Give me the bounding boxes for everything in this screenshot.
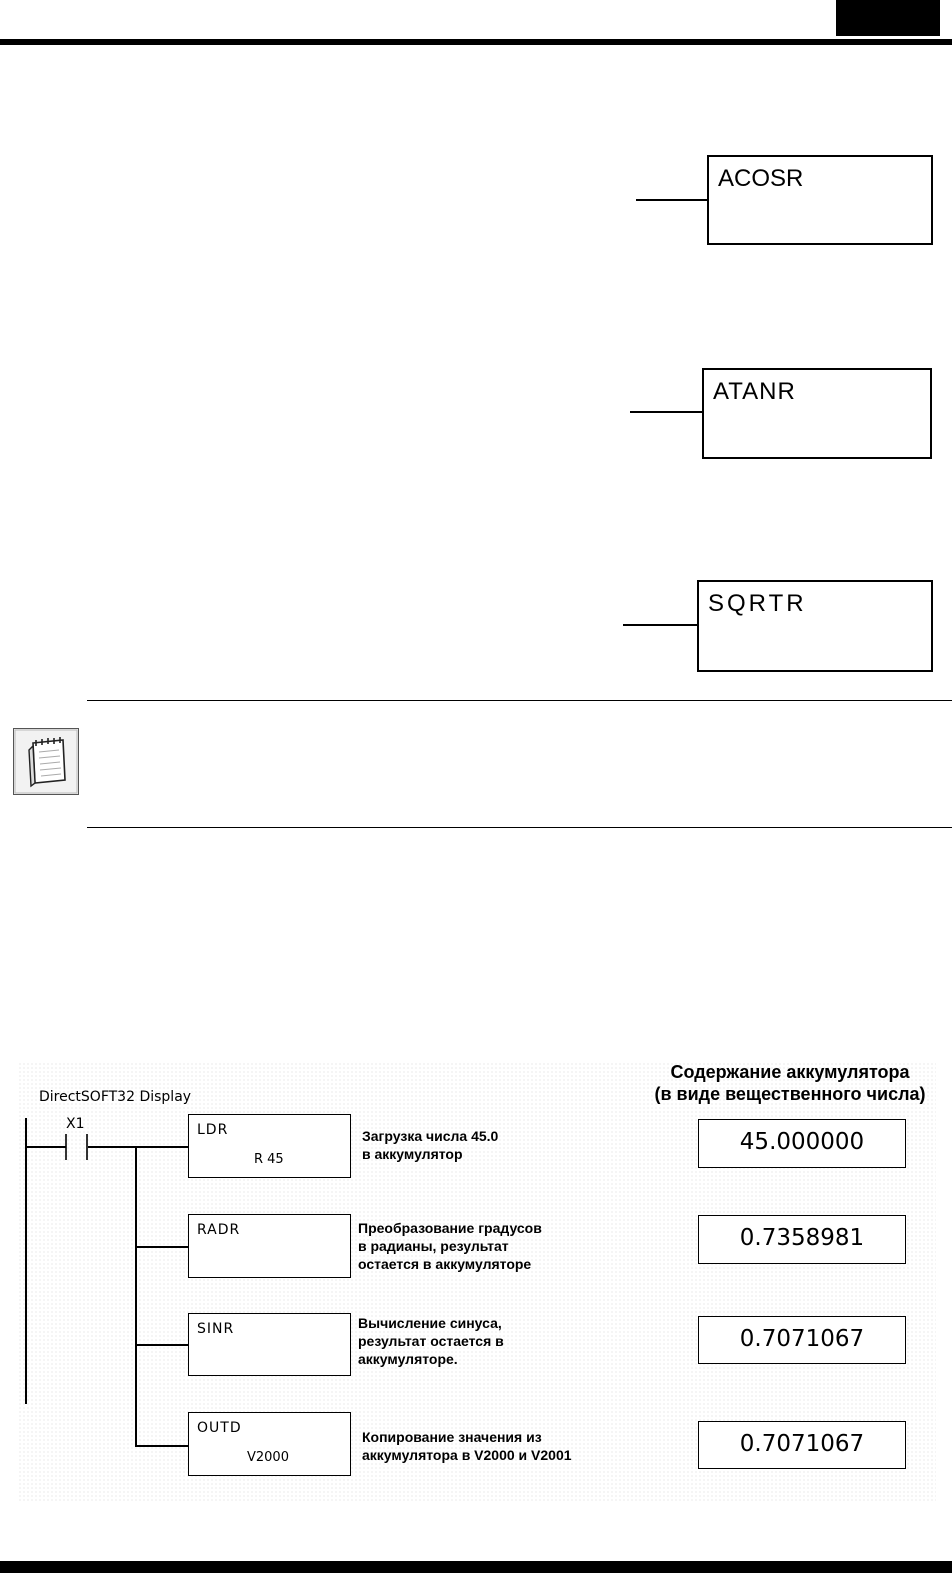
sqrtr-input-line — [623, 624, 699, 626]
ldr-box: LDR R 45 — [188, 1114, 351, 1178]
header-rule — [0, 39, 952, 45]
sqrtr-label: SQRTR — [708, 590, 807, 617]
acosr-instruction-box: ACOSR — [707, 155, 933, 245]
left-power-rail — [25, 1118, 27, 1404]
accumulator-value: 0.7071067 — [698, 1316, 906, 1364]
atanr-input-line — [630, 411, 704, 413]
sinr-op: SINR — [197, 1321, 235, 1337]
display-caption: DirectSOFT32 Display — [39, 1089, 192, 1105]
atanr-label: ATANR — [713, 378, 796, 405]
ldr-arg: R 45 — [254, 1152, 284, 1167]
acosr-input-line — [636, 199, 709, 201]
outd-description: Копирование значения из аккумулятора в V… — [362, 1429, 572, 1463]
branch-wire — [135, 1246, 189, 1248]
radr-description: Преобразование градусов в радианы, резул… — [358, 1220, 542, 1272]
footer-rule — [0, 1561, 952, 1573]
ldr-op: LDR — [197, 1122, 229, 1138]
accumulator-value: 45.000000 — [698, 1119, 906, 1168]
radr-op: RADR — [197, 1222, 241, 1238]
ldr-description: Загрузка числа 45.0 в аккумулятор — [362, 1128, 499, 1162]
outd-op: OUTD — [197, 1420, 242, 1436]
sinr-box: SINR — [188, 1313, 351, 1376]
sinr-description: Вычисление синуса, результат остается в … — [358, 1315, 504, 1367]
page-header-tab — [836, 0, 940, 36]
outd-arg: V2000 — [247, 1450, 289, 1465]
note-bottom-rule — [87, 827, 952, 828]
branch-wire — [135, 1344, 189, 1346]
outd-box: OUTD V2000 — [188, 1412, 351, 1476]
acosr-label: ACOSR — [718, 165, 804, 192]
radr-box: RADR — [188, 1214, 351, 1278]
accumulator-title: Содержание аккумулятора (в виде веществе… — [654, 1062, 926, 1104]
rung-wire — [25, 1146, 66, 1148]
note-top-rule — [87, 700, 952, 701]
atanr-instruction-box: ATANR — [702, 368, 932, 459]
sqrtr-instruction-box: SQRTR — [697, 580, 933, 672]
branch-wire — [135, 1146, 137, 1446]
contact-x1 — [64, 1134, 90, 1160]
contact-label: X1 — [66, 1116, 85, 1132]
accumulator-value: 0.7358981 — [698, 1215, 906, 1264]
notepad-icon — [13, 728, 79, 795]
rung-wire — [88, 1146, 189, 1148]
branch-wire — [135, 1445, 189, 1447]
accumulator-value: 0.7071067 — [698, 1421, 906, 1469]
